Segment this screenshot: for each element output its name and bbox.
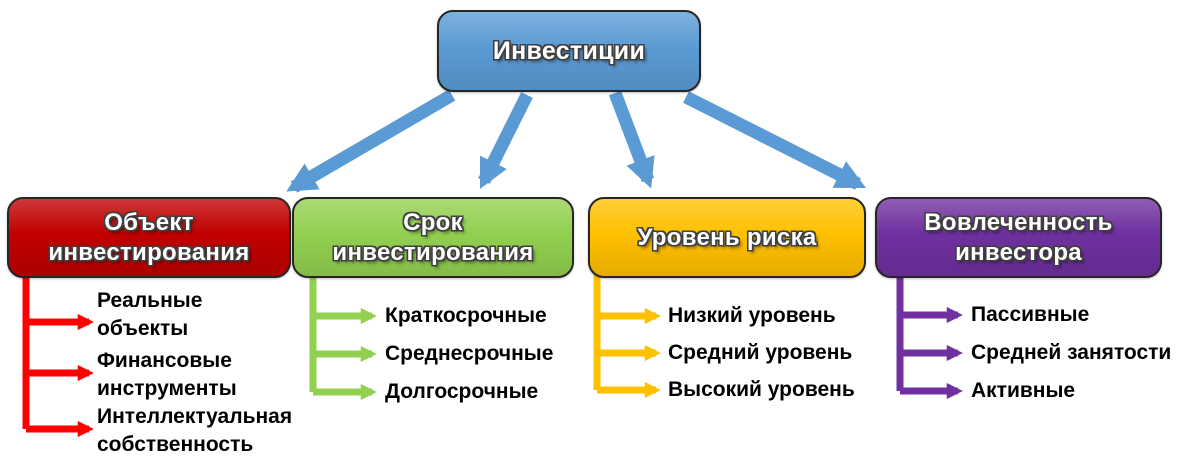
node-investor-involvement: Вовлеченность инвестора [875, 197, 1162, 278]
leaf-real-objects: Реальные объекты [97, 289, 203, 340]
leaf-medium-risk: Средний уровень [668, 341, 853, 364]
leaf-high-risk: Высокий уровень [668, 378, 855, 401]
leaf-medium-involvement: Средней занятости [971, 341, 1172, 364]
arrow-root-to-branch3 [683, 91, 867, 190]
leaf-active: Активные [971, 379, 1076, 402]
node-investments: Инвестиции [437, 10, 701, 92]
node-investment-term-label: Срок инвестирования [332, 208, 534, 266]
arrow-root-to-branch2 [608, 90, 655, 189]
leaf-low-risk: Низкий уровень [668, 304, 836, 327]
node-investment-object-label: Объект инвестирования [48, 208, 250, 266]
leaf-passive: Пассивные [971, 303, 1090, 326]
node-investments-label: Инвестиции [492, 36, 646, 65]
node-risk-level-label: Уровень риска [637, 223, 817, 251]
node-investment-object: Объект инвестирования [7, 197, 291, 278]
node-investment-term: Срок инвестирования [292, 197, 574, 278]
arrow-root-to-branch0 [286, 89, 456, 193]
node-investor-involvement-label: Вовлеченность инвестора [924, 208, 1113, 266]
node-risk-level: Уровень риска [588, 197, 866, 278]
leaf-long-term: Долгосрочные [385, 380, 539, 403]
leaf-intellectual-property: Интеллектуальная собственность [97, 405, 293, 456]
leaf-financial-instruments: Финансовые инструменты [97, 349, 237, 400]
arrow-root-to-branch1 [478, 92, 533, 190]
leaf-medium-term: Среднесрочные [385, 342, 554, 365]
leaf-short-term: Краткосрочные [385, 304, 547, 327]
